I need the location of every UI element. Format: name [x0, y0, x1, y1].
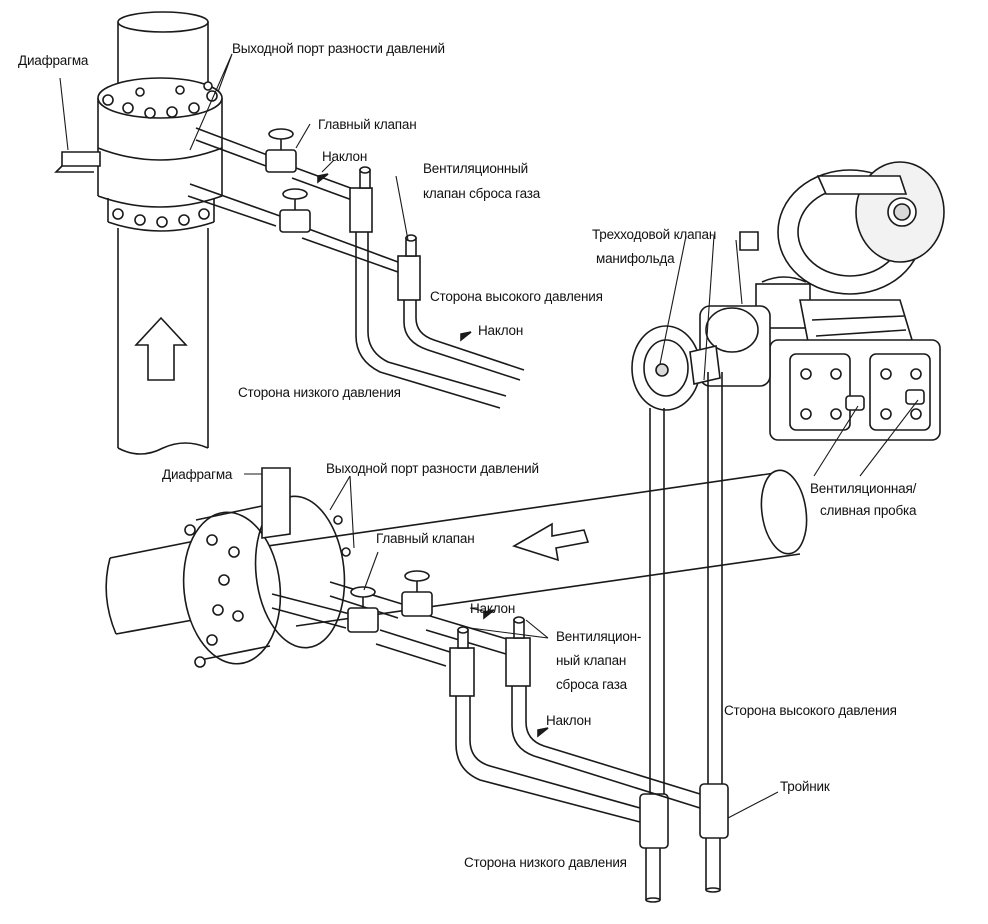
- vent-drain-plug-icon: [845, 389, 925, 411]
- manifold-vertical-lines: [639, 372, 729, 903]
- label-low-side-top: Сторона низкого давления: [238, 385, 401, 400]
- label-dp-port-bottom: Выходной порт разности давлений: [326, 461, 539, 476]
- leader-lines: [59, 53, 919, 819]
- main-valve-bottom-2: [401, 570, 433, 617]
- top-flange: [97, 77, 223, 232]
- label-high-side-top: Сторона высокого давления: [430, 289, 603, 304]
- main-valve-bottom-1: [347, 586, 379, 633]
- label-diaphragm-bottom: Диафрагма: [162, 467, 233, 482]
- label-drain-2: сливная пробка: [820, 503, 917, 518]
- bottom-flange: [182, 467, 351, 668]
- label-high-side-bottom: Сторона высокого давления: [724, 703, 897, 718]
- label-manifold-1: Трехходовой клапан: [592, 227, 717, 242]
- label-slope-top-1: Наклон: [322, 149, 368, 164]
- diaphragm-plate-bottom: [261, 467, 291, 539]
- label-drain-1: Вентиляционная/: [810, 481, 917, 496]
- label-diaphragm-top: Диафрагма: [18, 53, 89, 68]
- diaphragm-plate-top: [61, 151, 101, 167]
- label-manifold-2: манифольда: [596, 251, 675, 266]
- label-low-side-bottom: Сторона низкого давления: [464, 855, 627, 870]
- flow-arrow-up-icon: [134, 316, 188, 381]
- horizontal-pipe: [105, 469, 808, 635]
- label-slope-bottom-2: Наклон: [546, 713, 592, 728]
- three-way-manifold: [631, 231, 771, 411]
- label-vent-bottom-3: сброса газа: [556, 677, 627, 692]
- main-valve-top-2: [279, 188, 311, 233]
- label-vent-bottom-2: ный клапан: [556, 653, 627, 668]
- vertical-pipe: [117, 11, 209, 455]
- bottom-impulse-lines: [271, 570, 701, 823]
- main-valve-top-1: [265, 128, 297, 173]
- label-vent-top-2: клапан сброса газа: [423, 186, 541, 201]
- label-tee: Тройник: [780, 779, 830, 794]
- label-main-valve-bottom: Главный клапан: [376, 531, 475, 546]
- flow-arrow-left-icon: [512, 522, 590, 562]
- label-slope-top-2: Наклон: [478, 323, 524, 338]
- label-vent-top-1: Вентиляционный: [423, 161, 529, 176]
- label-slope-bottom-1: Наклон: [470, 601, 516, 616]
- label-vent-bottom-1: Вентиляцион-: [556, 629, 642, 644]
- transmitter: [755, 161, 945, 441]
- label-main-valve-top: Главный клапан: [318, 117, 417, 132]
- label-dp-port-top: Выходной порт разности давлений: [232, 41, 445, 56]
- top-impulse-lines: [187, 127, 525, 409]
